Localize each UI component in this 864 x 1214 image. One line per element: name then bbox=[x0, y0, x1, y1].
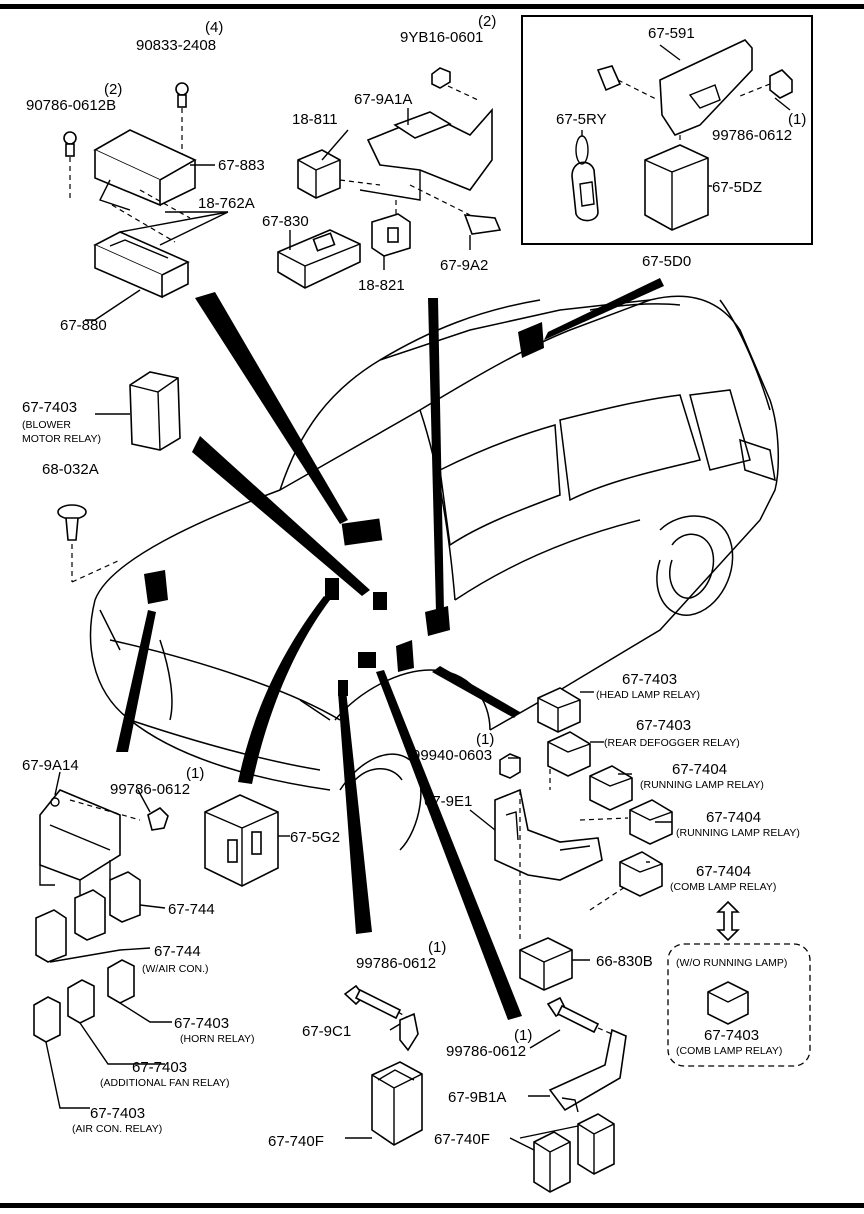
label-99786-0612-right: 99786-0612 bbox=[446, 1043, 526, 1060]
label-67-5ry: 67-5RY bbox=[556, 111, 607, 128]
label-90833-2408-qty: (4) bbox=[205, 19, 223, 36]
leader-lines bbox=[54, 44, 791, 1151]
label-blower-note-2: MOTOR RELAY) bbox=[22, 433, 101, 445]
label-additional-fan-relay: (ADDITIONAL FAN RELAY) bbox=[100, 1077, 230, 1089]
bottom-right-assembly bbox=[494, 687, 811, 1193]
label-67-7403-ac: 67-7403 bbox=[90, 1105, 145, 1122]
label-67-591: 67-591 bbox=[648, 25, 695, 42]
label-67-9c1: 67-9C1 bbox=[302, 1023, 351, 1040]
label-67-7403-head: 67-7403 bbox=[622, 671, 677, 688]
label-67-5dz: 67-5DZ bbox=[712, 179, 762, 196]
label-18-811: 18-811 bbox=[292, 111, 338, 128]
label-67-7403-blower: 67-7403 bbox=[22, 399, 77, 416]
label-comb-lamp-relay: (COMB LAMP RELAY) bbox=[670, 881, 776, 893]
label-67-744-a: 67-744 bbox=[168, 901, 215, 918]
label-67-7403-rear: 67-7403 bbox=[636, 717, 691, 734]
label-rear-defogger-relay: (REAR DEFOGGER RELAY) bbox=[604, 737, 740, 749]
inset-assembly bbox=[571, 39, 793, 231]
bottom-middle-assembly bbox=[343, 984, 423, 1146]
label-99786-0612-mid: 99786-0612 bbox=[356, 955, 436, 972]
vehicle-outline bbox=[89, 295, 780, 851]
bottom-left-assembly bbox=[33, 789, 279, 1109]
label-99940-0603: 99940-0603 bbox=[412, 747, 492, 764]
label-67-9a2: 67-9A2 bbox=[440, 257, 488, 274]
wo-running-lamp-box bbox=[667, 943, 811, 1067]
top-middle-assembly bbox=[277, 67, 502, 289]
label-67-7403-horn: 67-7403 bbox=[174, 1015, 229, 1032]
label-9yb16-0601-qty: (2) bbox=[478, 13, 496, 30]
label-horn-relay: (HORN RELAY) bbox=[180, 1033, 254, 1045]
label-running-lamp-relay-1: (RUNNING LAMP RELAY) bbox=[640, 779, 764, 791]
label-99786-0612-left-qty: (1) bbox=[186, 765, 204, 782]
label-67-740f-b: 67-740F bbox=[434, 1131, 490, 1148]
left-relays bbox=[57, 371, 181, 583]
label-67-9b1a: 67-9B1A bbox=[448, 1089, 506, 1106]
label-67-9a14: 67-9A14 bbox=[22, 757, 79, 774]
label-90786-0612b-qty: (2) bbox=[104, 81, 122, 98]
label-67-7404-comb: 67-7404 bbox=[696, 863, 751, 880]
label-99786-0612-left: 99786-0612 bbox=[110, 781, 190, 798]
label-67-5d0: 67-5D0 bbox=[642, 253, 691, 270]
vehicle-relay-locations bbox=[144, 322, 544, 696]
label-67-5g2: 67-5G2 bbox=[290, 829, 340, 846]
label-head-lamp-relay: (HEAD LAMP RELAY) bbox=[596, 689, 700, 701]
label-90786-0612b: 90786-0612B bbox=[26, 97, 116, 114]
label-99786-0612-right-qty: (1) bbox=[514, 1027, 532, 1044]
part-labels: (4) 90833-2408 (2) 90786-0612B 67-883 18… bbox=[22, 13, 806, 1150]
label-comb-lamp-relay-2: (COMB LAMP RELAY) bbox=[676, 1045, 782, 1057]
pointer-wedges bbox=[116, 278, 664, 1020]
label-99786-0612-inset-qty: (1) bbox=[788, 111, 806, 128]
label-air-con-relay: (AIR CON. RELAY) bbox=[72, 1123, 162, 1135]
inset-box bbox=[521, 15, 813, 245]
label-67-9a1a: 67-9A1A bbox=[354, 91, 412, 108]
label-18-762a: 18-762A bbox=[198, 195, 255, 212]
label-99786-0612-inset: 99786-0612 bbox=[712, 127, 792, 144]
label-99940-0603-qty: (1) bbox=[476, 731, 494, 748]
bottom-border-rule bbox=[0, 1203, 864, 1208]
label-68-032a: 68-032A bbox=[42, 461, 99, 478]
label-67-7403-fan: 67-7403 bbox=[132, 1059, 187, 1076]
label-w-air-con: (W/AIR CON.) bbox=[142, 963, 209, 975]
label-67-744-b: 67-744 bbox=[154, 943, 201, 960]
label-blower-note-1: (BLOWER bbox=[22, 419, 71, 431]
top-left-assembly bbox=[63, 82, 197, 299]
label-67-7404-running-2: 67-7404 bbox=[706, 809, 761, 826]
label-67-880: 67-880 bbox=[60, 317, 107, 334]
label-67-7403-comb2: 67-7403 bbox=[704, 1027, 759, 1044]
label-90833-2408: 90833-2408 bbox=[136, 37, 216, 54]
label-wo-running-lamp: (W/O RUNNING LAMP) bbox=[676, 957, 787, 969]
label-99786-0612-mid-qty: (1) bbox=[428, 939, 446, 956]
label-67-740f-a: 67-740F bbox=[268, 1133, 324, 1150]
top-border-rule bbox=[0, 4, 864, 9]
label-67-7404-running-1: 67-7404 bbox=[672, 761, 727, 778]
label-67-9e1: 67-9E1 bbox=[424, 793, 472, 810]
label-67-830: 67-830 bbox=[262, 213, 309, 230]
label-running-lamp-relay-2: (RUNNING LAMP RELAY) bbox=[676, 827, 800, 839]
label-18-821: 18-821 bbox=[358, 277, 405, 294]
label-9yb16-0601: 9YB16-0601 bbox=[400, 29, 483, 46]
label-67-883: 67-883 bbox=[218, 157, 265, 174]
label-66-830b: 66-830B bbox=[596, 953, 653, 970]
